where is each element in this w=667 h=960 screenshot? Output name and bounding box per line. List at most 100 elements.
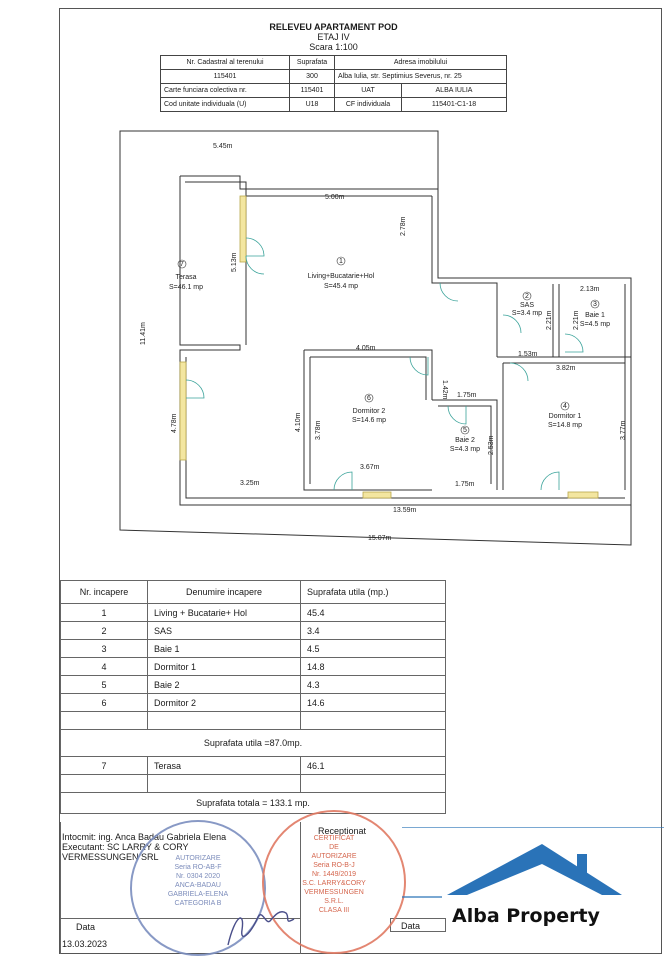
table-cell: 1 xyxy=(60,603,148,622)
dim-label: 4.78m xyxy=(171,413,178,433)
stamp-text: CERTIFICAT DE AUTORIZARE Seria RO-B-J Nr… xyxy=(264,812,404,915)
date-value: 13.03.2023 xyxy=(62,939,108,949)
dim-label: 1.75m xyxy=(457,392,477,399)
rooms-area-table: Nr. incapere Denumire incapere Suprafata… xyxy=(60,580,446,814)
room-area: S=4.3 mp xyxy=(450,446,480,453)
date-label: Data xyxy=(76,922,96,932)
dim-label: 3.82m xyxy=(556,365,576,372)
dim-label: 3.77m xyxy=(620,420,627,440)
subtotal-cell: Suprafata utila =87.0mp. xyxy=(60,729,446,757)
total-cell: Suprafata totala = 133.1 mp. xyxy=(60,792,446,814)
plan-floor: ETAJ IV xyxy=(317,32,350,42)
room-number: 7 xyxy=(180,261,184,268)
table-cell xyxy=(147,774,301,793)
stamp-line: CATEGORIA B xyxy=(174,900,222,907)
signature-icon xyxy=(227,911,295,946)
table-cell: Baie 2 xyxy=(147,675,301,694)
stamp-line: AUTORIZARE xyxy=(175,855,221,862)
table-cell: Dormitor 2 xyxy=(147,693,301,712)
room-labels: 1 Living+Bucatarie+Hol S=45.4 mp 2 SAS S… xyxy=(169,256,610,453)
room-number: 4 xyxy=(563,403,567,410)
table-row: 4 Dormitor 1 14.8 xyxy=(60,657,446,676)
dim-label: 13.59m xyxy=(393,507,417,514)
table-cell: 2 xyxy=(60,621,148,640)
table-cell: Dormitor 1 xyxy=(147,657,301,676)
dim-label: 11.41m xyxy=(140,322,147,345)
dim-label: 1.42m xyxy=(441,380,448,400)
page-border xyxy=(59,8,662,954)
room-area: S=4.5 mp xyxy=(580,321,610,328)
room-name: Baie 1 xyxy=(585,312,605,319)
alba-property-logo xyxy=(402,826,664,947)
table-cell xyxy=(300,774,446,793)
room-name: Baie 2 xyxy=(455,437,475,444)
executor-company: VERMESSUNGEN SRL xyxy=(62,852,159,862)
dim-label: 2.78m xyxy=(400,216,407,236)
footer-block xyxy=(60,822,447,954)
dim-label: 5.13m xyxy=(231,252,238,272)
table-cell: 14.8 xyxy=(300,657,446,676)
table-cell: SAS xyxy=(147,621,301,640)
plan-scale: Scara 1:100 xyxy=(309,42,358,52)
stamp-line: S.C. LARRY&CORY xyxy=(302,880,366,887)
stamp-line: ANCA-BADAU xyxy=(175,882,221,889)
room-area: S=14.6 mp xyxy=(352,417,386,424)
table-cell xyxy=(60,774,148,793)
table-row: 2 SAS 3.4 xyxy=(60,621,446,640)
table-cell: 7 xyxy=(60,756,148,775)
stamp-line: Seria RO-B-J xyxy=(313,862,355,869)
dim-label: 4.10m xyxy=(295,412,302,432)
dim-label: 15.07m xyxy=(368,535,392,542)
room-area: S=14.8 mp xyxy=(548,422,582,429)
dim-label: 2.53m xyxy=(488,435,495,455)
table-cell: 4.5 xyxy=(300,639,446,658)
dim-label: 2.21m xyxy=(573,310,580,330)
table-cell: 14.6 xyxy=(300,693,446,712)
floor-plan: 5.45m 5.00m 2.78m 5.13m 11.41m 4.05m 1.4… xyxy=(119,130,632,546)
stamp-line: CERTIFICAT xyxy=(313,835,355,842)
dim-label: 3.25m xyxy=(240,480,260,487)
dim-label: 2.13m xyxy=(580,286,600,293)
table-cell: 5 xyxy=(60,675,148,694)
windows xyxy=(179,195,599,499)
table-row: 3 Baie 1 4.5 xyxy=(60,639,446,658)
table-cell: 45.4 xyxy=(300,603,446,622)
room-number: 2 xyxy=(525,293,529,300)
company-stamp: CERTIFICAT DE AUTORIZARE Seria RO-B-J Nr… xyxy=(262,810,406,954)
dim-label: 2.21m xyxy=(546,310,553,330)
table-cell: Terasa xyxy=(147,756,301,775)
dim-label: 3.78m xyxy=(315,420,322,440)
room-number: 6 xyxy=(367,395,371,402)
table-subtotal-row: Suprafata utila =87.0mp. xyxy=(60,729,446,757)
stamp-line: Nr. 0304 2020 xyxy=(176,873,220,880)
executor-name: Executant: SC LARRY & CORY xyxy=(62,842,189,852)
table-cell: 4 xyxy=(60,657,148,676)
table-total-row: Suprafata totala = 133.1 mp. xyxy=(60,792,446,814)
table-cell: 4.3 xyxy=(300,675,446,694)
room-number: 3 xyxy=(593,301,597,308)
table-header-row: Nr. incapere Denumire incapere Suprafata… xyxy=(60,580,446,604)
table-row: 6 Dormitor 2 14.6 xyxy=(60,693,446,712)
author-name: Intocmit: ing. Anca Badau Gabriela Elena xyxy=(62,832,227,842)
room-name: Living+Bucatarie+Hol xyxy=(308,273,375,280)
table-cell: 3 xyxy=(60,639,148,658)
stamp-line: AUTORIZARE xyxy=(311,853,357,860)
dim-label: 4.05m xyxy=(356,345,376,352)
room-name: Dormitor 1 xyxy=(549,413,582,420)
table-row-empty xyxy=(60,711,446,730)
table-row: 7 Terasa 46.1 xyxy=(60,756,446,775)
info-row: 115401 300 Alba Iulia, str. Septimius Se… xyxy=(160,69,507,84)
table-cell: 3.4 xyxy=(300,621,446,640)
info-cell: 115401-C1-18 xyxy=(401,97,507,112)
logo-text: Alba Property xyxy=(452,905,600,927)
table-cell: Baie 1 xyxy=(147,639,301,658)
author-block: Intocmit: ing. Anca Badau Gabriela Elena… xyxy=(62,832,226,862)
table-header: Nr. incapere xyxy=(60,580,148,604)
dim-label: 3.67m xyxy=(360,464,380,471)
plan-title-block: RELEVEU APARTAMENT POD ETAJ IV Scara 1:1… xyxy=(0,22,667,52)
dim-label: 1.75m xyxy=(455,481,475,488)
room-number: 5 xyxy=(463,427,467,434)
stamp-line: CLASA III xyxy=(318,907,350,914)
date-label-right: Data xyxy=(401,921,421,931)
room-number: 1 xyxy=(339,258,343,265)
